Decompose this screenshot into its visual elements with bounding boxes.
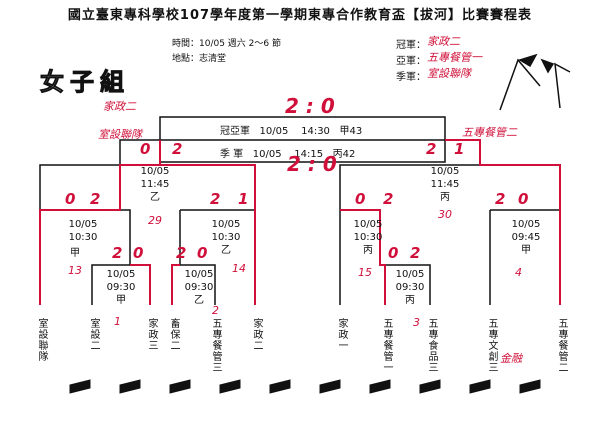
team-0: 室設聯隊 bbox=[36, 318, 47, 362]
score-6: 2 bbox=[210, 190, 221, 208]
score-14: 2 bbox=[176, 244, 187, 262]
score-2: 2 bbox=[426, 140, 437, 158]
note-left-a: 家政二 bbox=[103, 100, 136, 113]
team-2: 家政三 bbox=[146, 318, 157, 351]
team-10: 五專餐管二 bbox=[556, 318, 567, 373]
score-5: 2 bbox=[90, 190, 101, 208]
third-date: 10/05 bbox=[252, 149, 282, 160]
final-court: 甲43 bbox=[339, 126, 363, 137]
team-1: 室設二 bbox=[88, 318, 99, 351]
num-l-r1b: 2 bbox=[212, 304, 219, 317]
note-right: 五專餐管二 bbox=[462, 126, 517, 139]
num-r-r1a: 3 bbox=[413, 316, 420, 329]
score-3: 1 bbox=[454, 140, 465, 158]
third-score: 2 : 0 bbox=[287, 152, 337, 176]
num-l-qf1: 13 bbox=[68, 264, 82, 277]
third-court: 丙42 bbox=[332, 149, 356, 160]
score-7: 1 bbox=[238, 190, 249, 208]
score-17: 2 bbox=[410, 244, 421, 262]
page-title: 國立臺東專科學校107學年度第一學期東專合作教育盃【拔河】比賽賽程表 bbox=[67, 8, 533, 23]
num-r-qf1: 15 bbox=[358, 266, 372, 279]
champion-label: 冠軍： bbox=[396, 40, 426, 51]
score-4: 0 bbox=[65, 190, 76, 208]
third-row: 季 軍 10/05 14:15 丙42 bbox=[220, 145, 355, 160]
match-time: 時間：10/05 週六 2～6 節 bbox=[172, 39, 281, 49]
final-row: 冠亞軍 10/05 14:30 甲43 bbox=[220, 122, 362, 137]
score-16: 0 bbox=[388, 244, 399, 262]
num-l-qf2: 14 bbox=[232, 262, 246, 275]
runnerup-label: 亞軍： bbox=[396, 56, 426, 67]
team-3: 畜保二 bbox=[168, 318, 179, 351]
third-value: 室設聯隊 bbox=[427, 67, 471, 80]
note-left-b: 室設聯隊 bbox=[98, 128, 142, 141]
score-1: 2 bbox=[172, 140, 183, 158]
score-12: 2 bbox=[112, 244, 123, 262]
section-title: 女子組 bbox=[40, 68, 130, 97]
score-11: 0 bbox=[518, 190, 529, 208]
team-4: 五專餐管三 bbox=[210, 318, 221, 373]
score-9: 2 bbox=[383, 190, 394, 208]
team-8: 五專食品三 bbox=[426, 318, 437, 373]
num-r-qf2: 4 bbox=[515, 266, 522, 279]
team-7: 五專餐管一 bbox=[381, 318, 392, 373]
num-l-r1a: 1 bbox=[114, 315, 121, 328]
final-label: 冠亞軍 bbox=[220, 126, 250, 137]
score-10: 2 bbox=[495, 190, 506, 208]
team-9: 五專文創三 bbox=[486, 318, 497, 373]
team-5: 家政二 bbox=[251, 318, 262, 351]
third-match-label: 季 軍 bbox=[220, 149, 244, 160]
match-place: 地點：志清堂 bbox=[172, 54, 227, 64]
score-0: 0 bbox=[140, 140, 151, 158]
champion-value: 家政二 bbox=[427, 35, 460, 48]
score-15: 0 bbox=[197, 244, 208, 262]
final-score: 2 : 0 bbox=[285, 94, 335, 118]
num-left-semi: 29 bbox=[148, 214, 162, 227]
note-bottom: 金融 bbox=[500, 352, 522, 365]
runnerup-value: 五專餐管一 bbox=[427, 51, 482, 64]
third-time: 14:15 bbox=[294, 149, 324, 160]
num-right-semi: 30 bbox=[438, 208, 452, 221]
score-8: 0 bbox=[355, 190, 366, 208]
court-l-qf1: 甲 bbox=[70, 248, 80, 259]
final-time: 14:30 bbox=[301, 126, 330, 137]
third-label: 季軍： bbox=[396, 72, 426, 83]
team-6: 家政一 bbox=[336, 318, 347, 351]
final-date: 10/05 bbox=[259, 126, 289, 137]
score-13: 0 bbox=[133, 244, 144, 262]
